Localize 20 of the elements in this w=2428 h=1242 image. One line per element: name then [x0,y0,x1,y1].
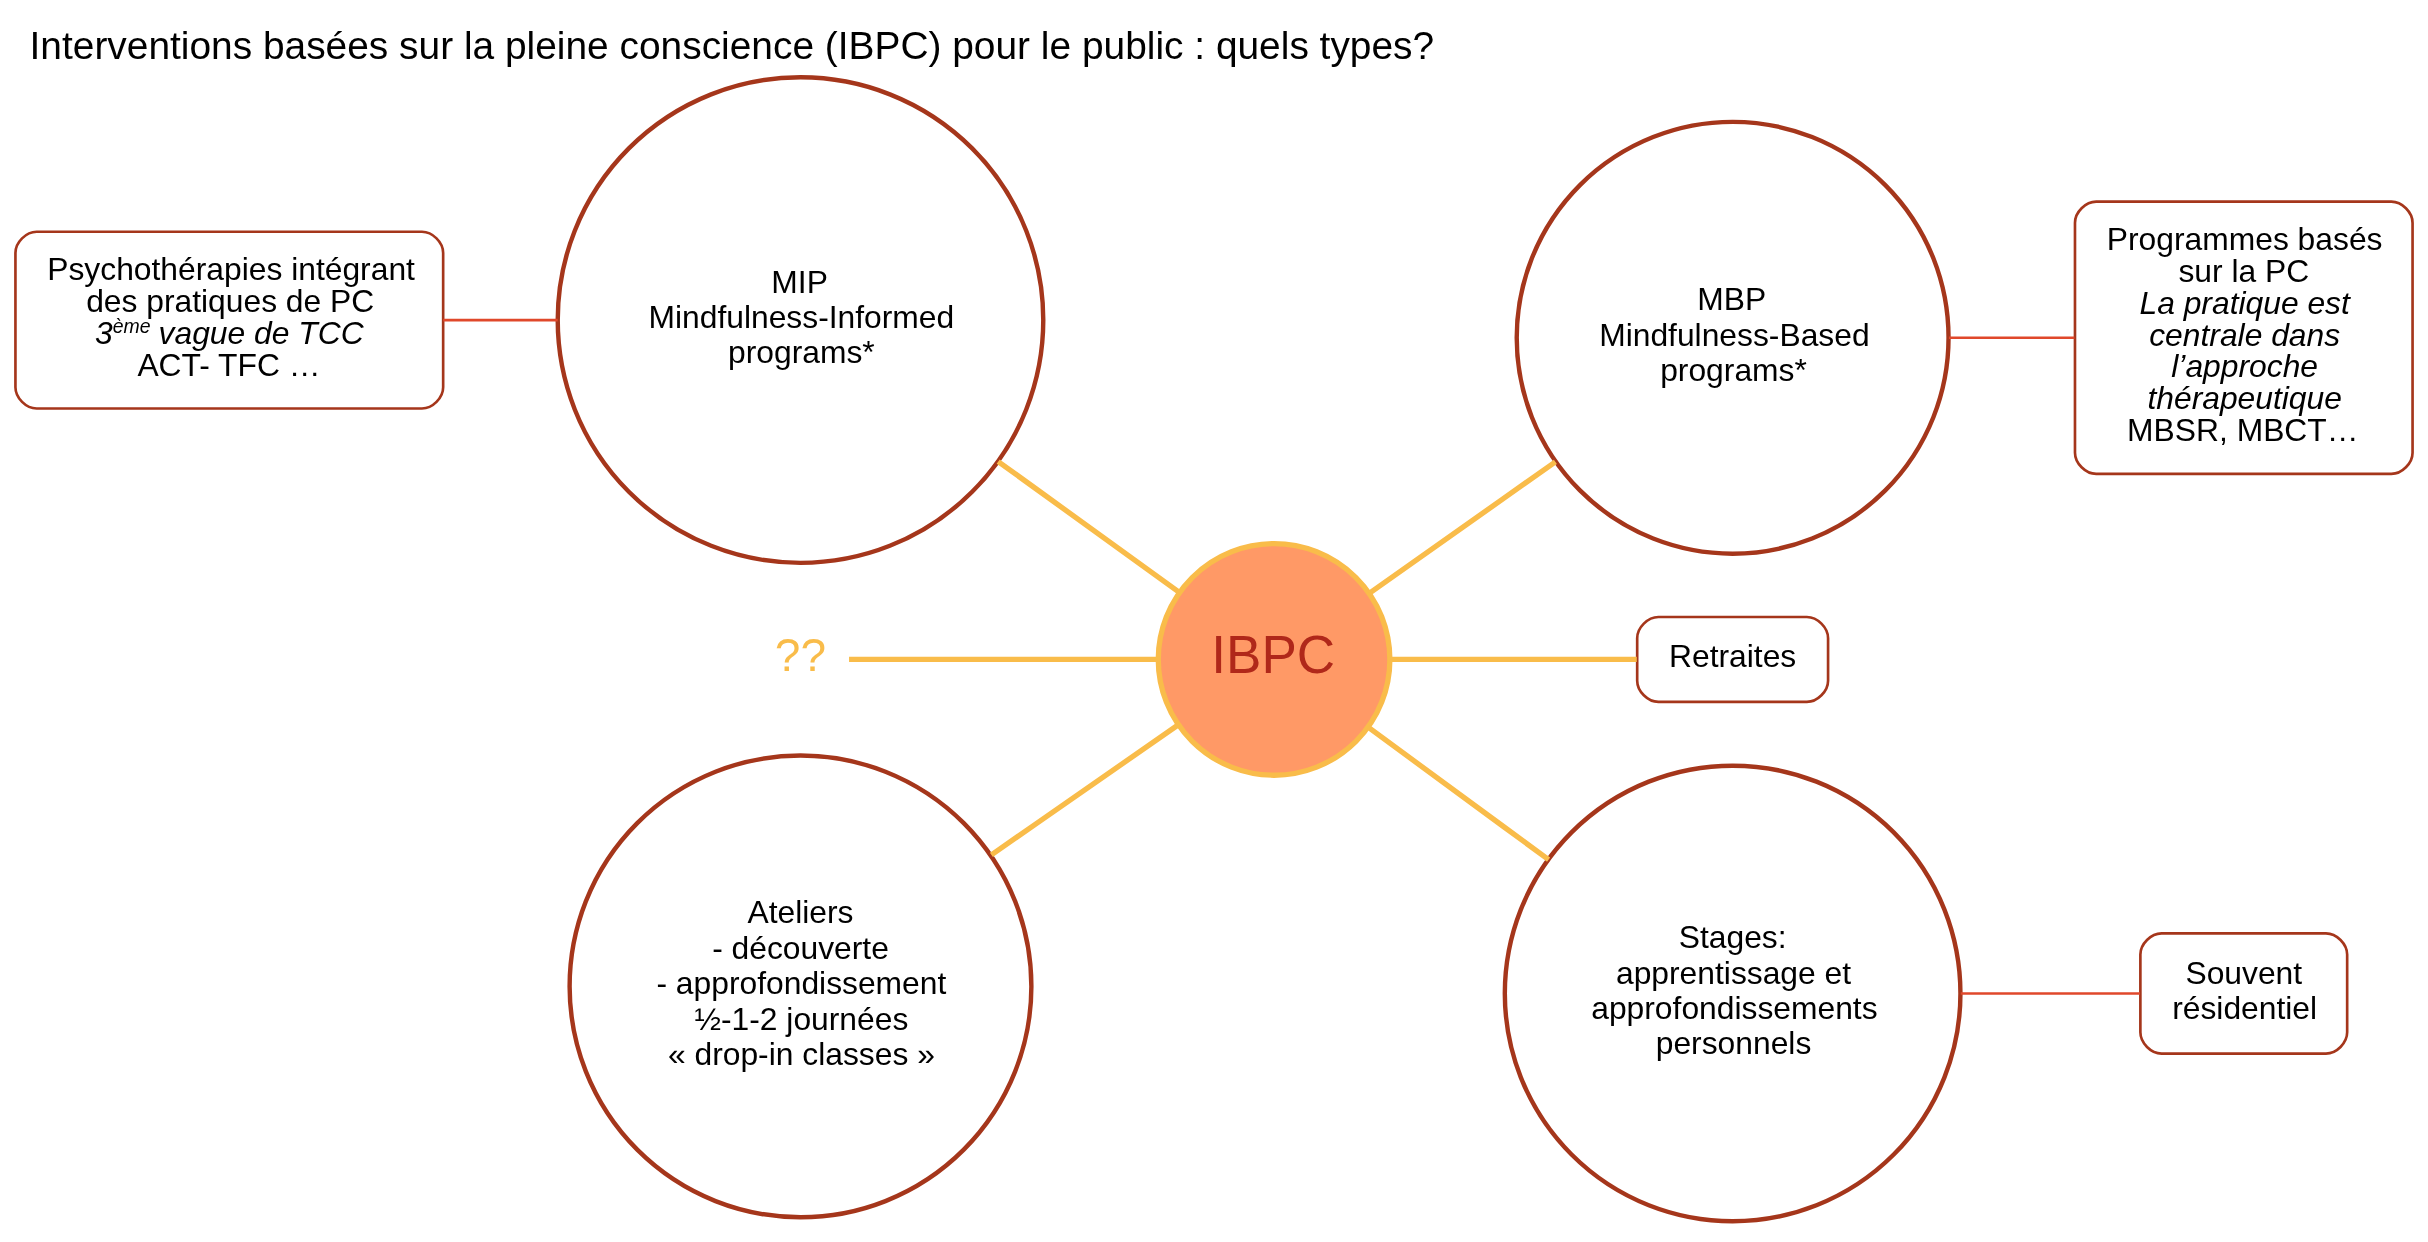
node-box: Psychothérapies intégrant des pratiques de PC 3$^{ème}$ vague de TCC ACT- TFC … [14,230,445,410]
connector [1960,992,2140,995]
connector [443,318,558,322]
node-box: Retraites [1635,615,1830,704]
node-circle: MBP Mindfulness-Based programs* [1514,119,1951,556]
node-circle: Stages: apprentissage et approfondissements personnels [1502,763,1963,1224]
node-circle: IBPC [1155,541,1393,778]
connector [1390,656,1637,663]
node-text: ?? [774,628,826,681]
connector [849,656,1158,663]
node-box: Programmes basés sur la PC La pratique est centrale dans l’approche thérapeutique MBSR, MBCT… [2073,200,2414,476]
node-box: Souvent résidentiel [2139,932,2349,1055]
connector [989,723,1180,857]
node-circle: Ateliers - découverte - approfondissement ½-1-2 journées « drop-in classes » [567,753,1034,1220]
connector [1948,336,2075,340]
connector [1366,725,1551,862]
node-circle: MIP Mindfulness-Informed programs* [555,75,1046,566]
connector [996,459,1181,594]
diagram-title: Interventions basées sur la pleine conscience (IBPC) pour le public : quels types? [29,24,1435,68]
connector [1368,459,1557,596]
